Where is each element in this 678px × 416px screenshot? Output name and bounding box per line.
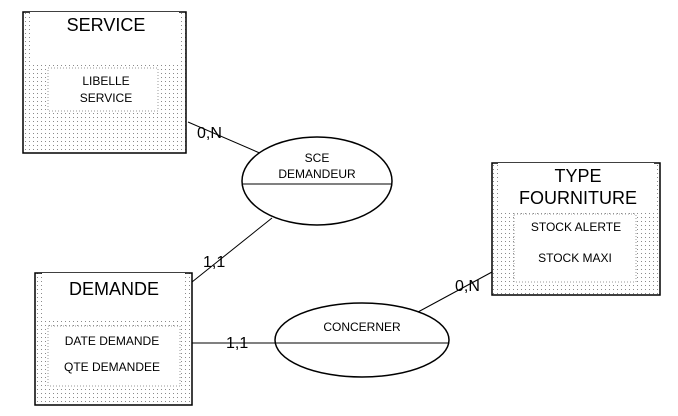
relation-sce-demandeur[interactable]: SCE DEMANDEUR xyxy=(241,136,393,226)
link-type-concerner xyxy=(417,271,493,313)
link-demande-sce xyxy=(191,217,273,283)
entity-type-attr-1: STOCK ALERTE xyxy=(531,220,621,234)
cardinality-service-sce: 0,N xyxy=(197,125,222,142)
cardinality-demande-concerner: 1,1 xyxy=(226,335,248,352)
entity-demande-attr-2: QTE DEMANDEE xyxy=(64,360,160,374)
entity-service-attr-2: SERVICE xyxy=(80,91,132,105)
cardinality-demande-sce: 1,1 xyxy=(203,254,225,271)
entity-type-title-line2: FOURNITURE xyxy=(519,188,637,208)
cardinality-type-concerner: 0,N xyxy=(455,278,480,295)
relation-concerner[interactable]: CONCERNER xyxy=(274,302,450,378)
entity-demande[interactable]: DEMANDE DATE DEMANDE QTE DEMANDEE xyxy=(34,272,193,406)
entity-type-attr-2: STOCK MAXI xyxy=(538,251,612,265)
relation-sce-label-line1: SCE xyxy=(305,151,330,165)
link-service-sce xyxy=(187,121,263,155)
relation-concerner-label: CONCERNER xyxy=(323,320,401,334)
relation-sce-label-line2: DEMANDEUR xyxy=(278,167,356,181)
entity-service-attr-1: LIBELLE xyxy=(82,74,129,88)
entity-service[interactable]: SERVICE LIBELLE SERVICE xyxy=(22,11,187,154)
entity-type-fourniture[interactable]: TYPE FOURNITURE STOCK ALERTE STOCK MAXI xyxy=(491,162,661,296)
entity-service-title: SERVICE xyxy=(67,15,146,35)
entity-demande-title: DEMANDE xyxy=(69,279,159,299)
entity-demande-attr-1: DATE DEMANDE xyxy=(65,334,159,348)
entity-type-title-line1: TYPE xyxy=(554,166,601,186)
